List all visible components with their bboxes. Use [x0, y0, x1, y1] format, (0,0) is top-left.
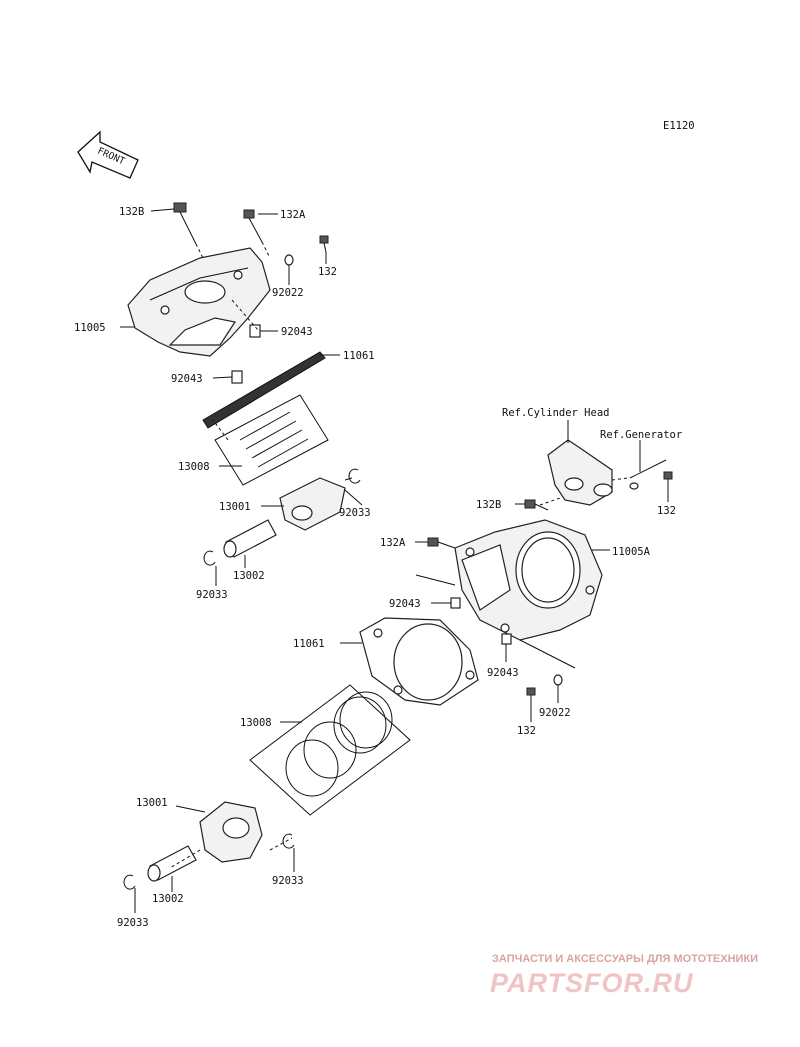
rear-dowel-92043-b[interactable] — [231, 370, 243, 384]
label-rear-132A: 132A — [280, 209, 306, 221]
rear-circlip-92033-b[interactable] — [203, 550, 216, 566]
label-front-92022: 92022 — [539, 707, 571, 719]
label-front-92043-b: 92043 — [487, 667, 519, 679]
front-gasket-11061[interactable] — [359, 617, 479, 706]
front-washer-92022[interactable] — [553, 674, 563, 686]
rear-dowel-92043-a[interactable] — [249, 324, 261, 338]
label-rear-11061: 11061 — [343, 350, 375, 362]
rear-gasket-11061[interactable] — [202, 351, 326, 429]
watermark-brand: PARTSFOR.RU — [490, 968, 694, 998]
watermark: ЗАПЧАСТИ И АКСЕССУАРЫ ДЛЯ МОТОТЕХНИКИ PA… — [490, 953, 758, 998]
label-ref-cylinder-head: Ref.Cylinder Head — [502, 407, 609, 419]
label-rear-132B: 132B — [119, 206, 144, 218]
rear-circlip-92033-a[interactable] — [348, 468, 361, 484]
label-ref-generator: Ref.Generator — [600, 429, 682, 441]
front-bolt-132-top[interactable] — [663, 471, 673, 489]
label-front-13008: 13008 — [240, 717, 272, 729]
label-rear-92022: 92022 — [272, 287, 304, 299]
front-circlip-92033-a[interactable] — [282, 833, 295, 849]
front-circlip-92033-b[interactable] — [123, 874, 136, 890]
label-front-92043-a: 92043 — [389, 598, 421, 610]
rear-piston-ring-set-13008[interactable] — [214, 394, 329, 486]
label-front-92033-a: 92033 — [272, 875, 304, 887]
front-bolt-132B[interactable] — [524, 499, 549, 511]
front-direction-arrow: FRONT — [77, 130, 139, 179]
label-front-11061: 11061 — [293, 638, 325, 650]
label-front-11005A: 11005A — [612, 546, 651, 558]
rear-cylinder-11005[interactable] — [127, 247, 271, 357]
rear-bolt-132A[interactable] — [243, 209, 263, 243]
label-rear-13001: 13001 — [219, 501, 251, 513]
label-front-132-top: 132 — [657, 505, 676, 517]
front-bolt-132A[interactable] — [427, 537, 456, 549]
front-piston-pin-13002[interactable] — [147, 845, 197, 882]
rear-bolt-132[interactable] — [319, 235, 329, 253]
label-rear-92033-b: 92033 — [196, 589, 228, 601]
ref-cylinder-head-part — [547, 439, 613, 506]
label-front-13002: 13002 — [152, 893, 184, 905]
ref-generator-part — [629, 459, 667, 490]
label-front-132A: 132A — [380, 537, 406, 549]
front-piston-13001[interactable] — [199, 801, 263, 863]
rear-piston-pin-13002[interactable] — [223, 519, 277, 558]
label-front-13001: 13001 — [136, 797, 168, 809]
label-rear-132: 132 — [318, 266, 337, 278]
front-bolt-132[interactable] — [526, 687, 536, 703]
front-cylinder-11005A[interactable] — [454, 519, 603, 641]
label-rear-11005: 11005 — [74, 322, 106, 334]
label-front-132B: 132B — [476, 499, 501, 511]
label-rear-92043-b: 92043 — [171, 373, 203, 385]
label-rear-92033-a: 92033 — [339, 507, 371, 519]
label-rear-13008: 13008 — [178, 461, 210, 473]
rear-bolt-132B[interactable] — [173, 202, 197, 245]
diagram-code: E1120 — [663, 120, 695, 132]
label-front-92033-b: 92033 — [117, 917, 149, 929]
label-rear-92043-a: 92043 — [281, 326, 313, 338]
label-front-132: 132 — [517, 725, 536, 737]
front-dowel-92043-b[interactable] — [501, 633, 512, 645]
rear-washer-92022[interactable] — [284, 254, 294, 266]
watermark-subtitle: ЗАПЧАСТИ И АКСЕССУАРЫ ДЛЯ МОТОТЕХНИКИ — [492, 953, 758, 965]
front-piston-ring-set-13008[interactable] — [249, 684, 411, 816]
front-dowel-92043-a[interactable] — [450, 597, 461, 609]
label-rear-13002: 13002 — [233, 570, 265, 582]
rear-piston-13001[interactable] — [279, 477, 346, 531]
